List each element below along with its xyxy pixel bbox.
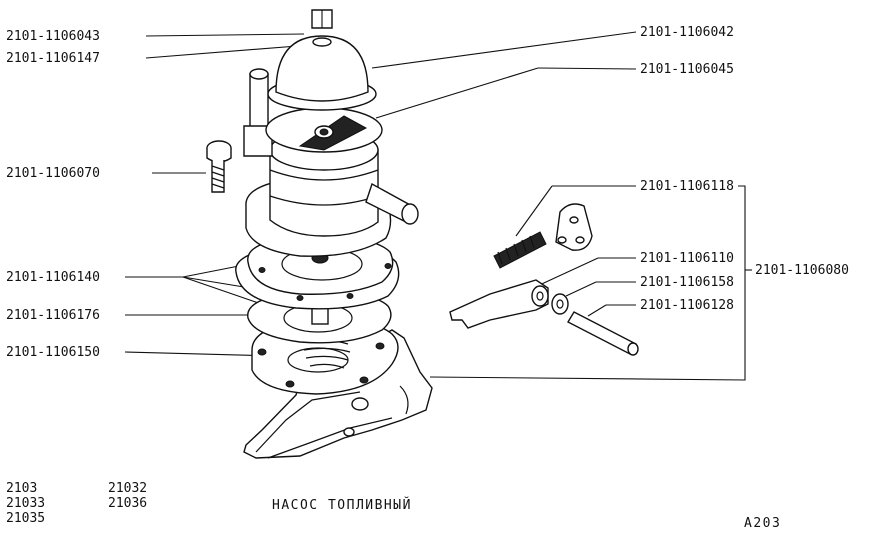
label-2101-1106150: 2101-1106150 <box>6 345 100 360</box>
model-21032: 21032 <box>108 481 148 496</box>
label-2101-1106128: 2101-1106128 <box>640 298 734 313</box>
label-2101-1106110: 2101-1106110 <box>640 251 734 266</box>
label-2101-1106147: 2101-1106147 <box>6 51 100 66</box>
label-2101-1106042: 2101-1106042 <box>640 25 734 40</box>
label-2101-1106158: 2101-1106158 <box>640 275 734 290</box>
sheet-code: А203 <box>744 516 782 531</box>
leader-lines <box>124 31 752 381</box>
label-2101-1106140: 2101-1106140 <box>6 270 100 285</box>
model-2103: 2103 <box>6 481 38 496</box>
fuel-pump-body <box>235 9 433 459</box>
model-21036: 21036 <box>108 496 148 511</box>
screw-6070 <box>206 140 232 193</box>
model-21035: 21035 <box>6 511 46 526</box>
label-2101-1106045: 2101-1106045 <box>640 62 734 77</box>
label-2101-1106176: 2101-1106176 <box>6 308 100 323</box>
label-2101-1106118: 2101-1106118 <box>640 179 734 194</box>
model-21033: 21033 <box>6 496 46 511</box>
label-2101-1106043: 2101-1106043 <box>6 29 100 44</box>
label-2101-1106080: 2101-1106080 <box>755 263 849 278</box>
lever-parts <box>449 203 639 356</box>
diagram-title: НАСОС ТОПЛИВНЫЙ <box>272 498 412 513</box>
label-2101-1106070: 2101-1106070 <box>6 166 100 181</box>
